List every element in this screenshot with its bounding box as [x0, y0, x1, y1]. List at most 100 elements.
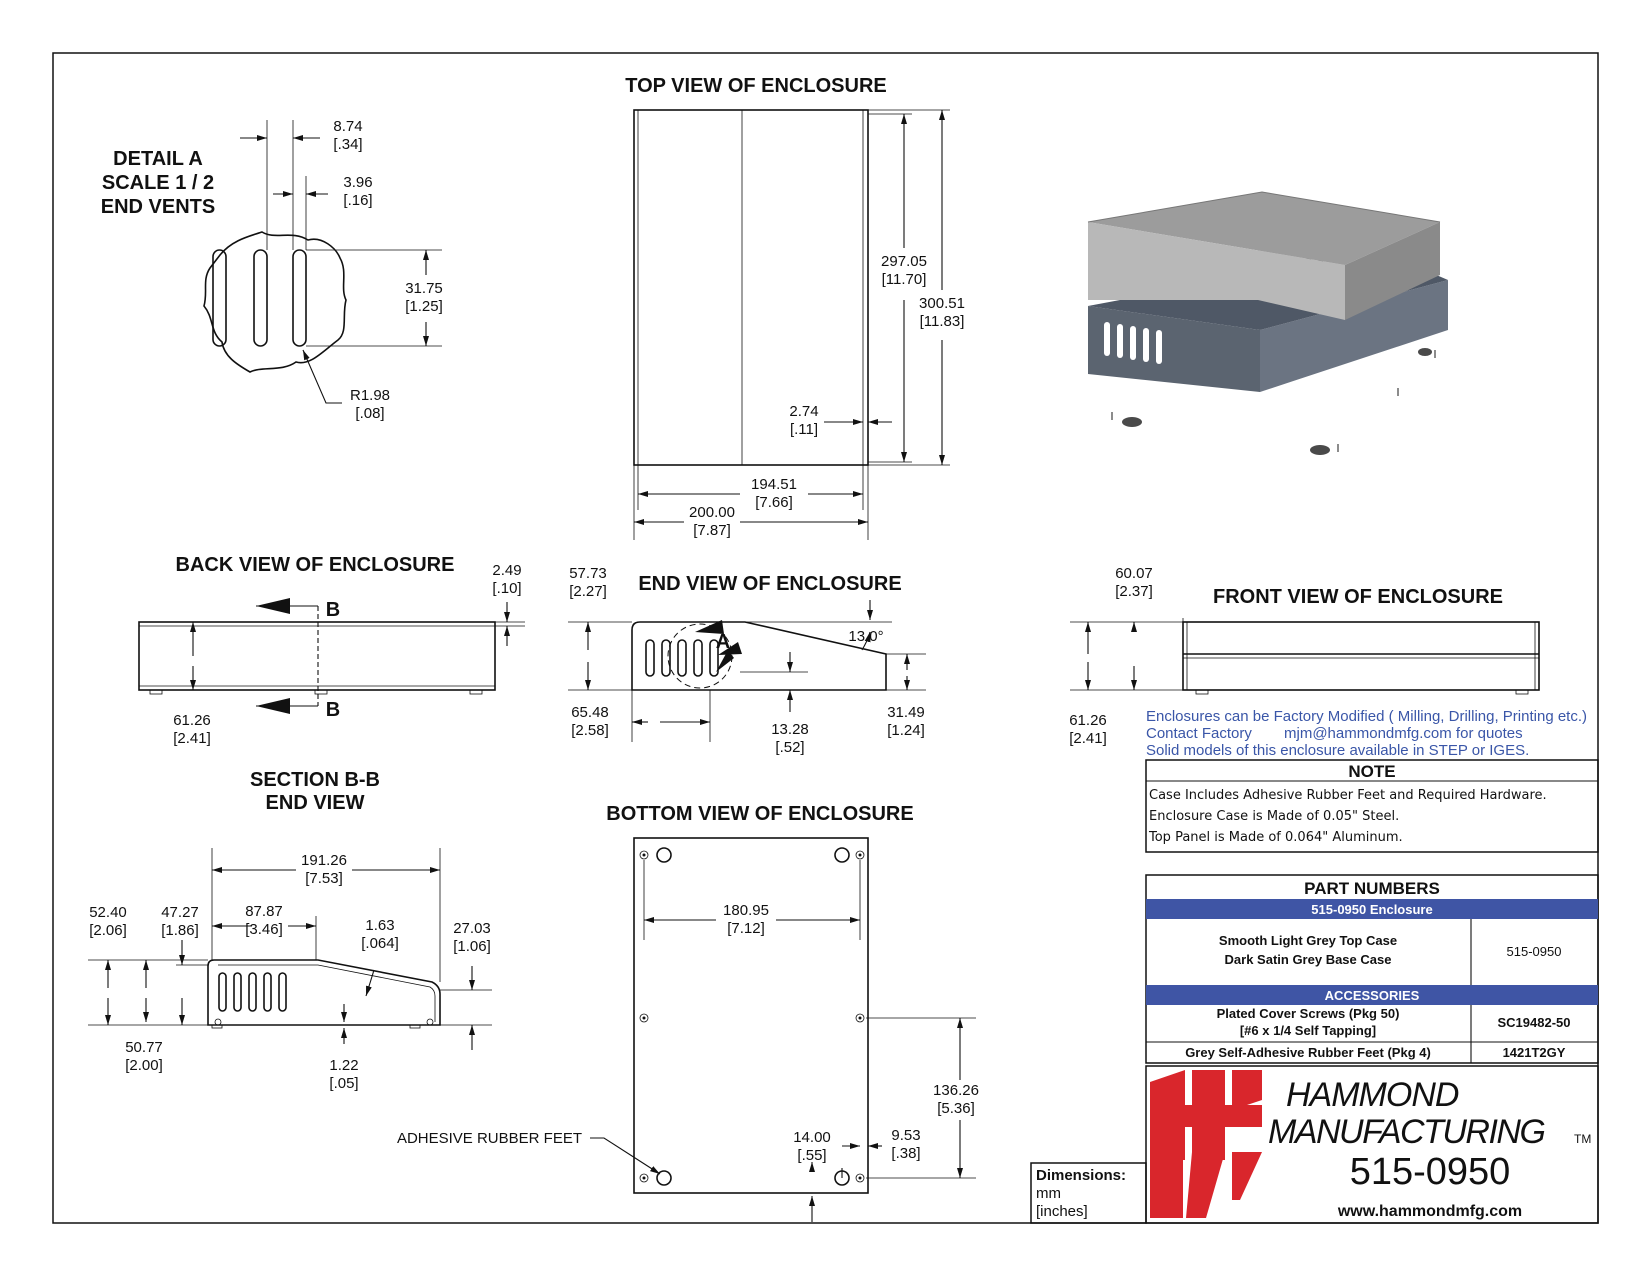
title-part-number: 515-0950: [1350, 1151, 1511, 1193]
dim-65-48-mm: 65.48: [571, 704, 609, 721]
brand-tm: TM: [1574, 1132, 1591, 1146]
screws-part-number: SC19482-50: [1498, 1015, 1571, 1030]
dim-57-73-in: [2.27]: [569, 583, 607, 600]
dim-2-49-in: [.10]: [492, 580, 521, 597]
dim-31-49-mm: 31.49: [887, 704, 925, 721]
dim-180-95-in: [7.12]: [727, 920, 765, 937]
screws-desc-line2: [#6 x 1/4 Self Tapping]: [1240, 1023, 1376, 1038]
rubber-foot: [1310, 445, 1330, 455]
case-desc-line1: Smooth Light Grey Top Case: [1219, 933, 1397, 948]
dim-13-28-mm: 13.28: [771, 721, 809, 738]
dim-300-51-mm: 300.51: [919, 295, 965, 312]
detail-title-line1: DETAIL A: [113, 148, 203, 170]
dim-52-40-in: [2.06]: [89, 922, 127, 939]
front-view-title: FRONT VIEW OF ENCLOSURE: [1213, 586, 1503, 608]
dim-31-75-in: [1.25]: [405, 298, 443, 315]
accessories-header: ACCESSORIES: [1325, 988, 1420, 1003]
dim-60-07-in: [2.37]: [1115, 583, 1153, 600]
end-view: END VIEW OF ENCLOSURE A 57.73 [2.27] 65.…: [568, 565, 926, 756]
dim-14-00-in: [.55]: [797, 1147, 826, 1164]
rubber-foot: [1418, 348, 1432, 356]
dim-52-40-mm: 52.40: [89, 904, 127, 921]
foot-location: [656, 1170, 672, 1186]
top-view-title: TOP VIEW OF ENCLOSURE: [625, 75, 887, 97]
end-view-outline: [631, 621, 887, 691]
dim-3-96-in: [.16]: [343, 192, 372, 209]
end-view-title: END VIEW OF ENCLOSURE: [638, 573, 901, 595]
note-line: Top Panel is Made of 0.064" Aluminum.: [1148, 830, 1403, 845]
dim-2-49-mm: 2.49: [492, 562, 521, 579]
dim-47-27-mm: 47.27: [161, 904, 199, 921]
units-inches: [inches]: [1036, 1203, 1088, 1220]
dim-87-87-mm: 87.87: [245, 903, 283, 920]
dim-61-26-back-in: [2.41]: [173, 730, 211, 747]
dim-61-26-front-mm: 61.26: [1069, 712, 1107, 729]
dim-60-07-mm: 60.07: [1115, 565, 1153, 582]
accessories-header-bar: [1146, 985, 1598, 1005]
brand-name-line1: HAMMOND: [1286, 1076, 1459, 1114]
top-view-outline: [633, 109, 869, 466]
website[interactable]: www.hammondmfg.com: [1337, 1203, 1522, 1220]
dim-194-51-mm: 194.51: [751, 476, 797, 493]
back-view: BACK VIEW OF ENCLOSURE B B 61.26 [2.41] …: [138, 554, 525, 747]
dim-1-63-in: [.064]: [361, 935, 399, 952]
top-case-slope: [1088, 192, 1440, 265]
vent-slot: [292, 249, 307, 347]
units-mm: mm: [1036, 1185, 1061, 1202]
dim-8-74-mm: 8.74: [333, 118, 362, 135]
section-title-line1: SECTION B-B: [250, 769, 380, 791]
enclosure-header: 515-0950 Enclosure: [1311, 902, 1432, 917]
dim-87-87-in: [3.46]: [245, 921, 283, 938]
section-mark-b-bottom: B: [326, 699, 340, 721]
back-view-title: BACK VIEW OF ENCLOSURE: [176, 554, 455, 576]
dim-r1-98-mm: R1.98: [350, 387, 390, 404]
dim-31-49-in: [1.24]: [887, 722, 925, 739]
title-block: Dimensions: mm [inches] HAMMOND MANUFACT…: [1030, 1065, 1599, 1224]
section-outline: [207, 959, 441, 1026]
feet-callout: ADHESIVE RUBBER FEET: [397, 1130, 582, 1147]
front-view-outline: [1182, 621, 1540, 691]
top-case-panel: [1088, 222, 1345, 320]
dim-300-51-in: [11.83]: [920, 313, 965, 330]
dim-61-26-back-mm: 61.26: [173, 712, 211, 729]
factory-info: Enclosures can be Factory Modified ( Mil…: [1146, 708, 1587, 759]
vent-slot: [253, 249, 268, 347]
info-line3: Solid models of this enclosure available…: [1146, 742, 1529, 759]
detail-title-line3: END VENTS: [101, 196, 215, 218]
hammond-logo: [1150, 1070, 1262, 1218]
dim-r1-98-in: [.08]: [355, 405, 384, 422]
dim-9-53-in: [.38]: [891, 1145, 920, 1162]
dim-14-00-mm: 14.00: [793, 1129, 831, 1146]
detail-a-view: DETAIL A SCALE 1 / 2 END VENTS 8.74 [.34…: [101, 118, 443, 422]
dim-50-77-in: [2.00]: [125, 1057, 163, 1074]
info-contact-email[interactable]: mjm@hammondmfg.com for quotes: [1284, 725, 1523, 742]
dim-2-74-in: [.11]: [790, 421, 818, 438]
note-line: Enclosure Case is Made of 0.05" Steel.: [1149, 809, 1399, 824]
dim-191-26-mm: 191.26: [301, 852, 347, 869]
dim-200-00-in: [7.87]: [693, 522, 731, 539]
section-mark-b-top: B: [326, 599, 340, 621]
front-view: FRONT VIEW OF ENCLOSURE 60.07 [2.37] 61.…: [1069, 565, 1540, 747]
foot-location: [656, 847, 672, 863]
dim-13-28-in: [.52]: [775, 739, 804, 756]
dim-50-77-mm: 50.77: [125, 1039, 163, 1056]
feet-part-number: 1421T2GY: [1503, 1045, 1566, 1060]
dim-2-74-mm: 2.74: [789, 403, 818, 420]
dim-297-05-in: [11.70]: [882, 271, 927, 288]
info-contact-label: Contact Factory: [1146, 725, 1252, 742]
dim-180-95-mm: 180.95: [723, 902, 769, 919]
detail-mark-a: A: [716, 631, 730, 653]
back-view-outline: [138, 621, 496, 691]
case-part-number: 515-0950: [1507, 944, 1562, 959]
enclosure-3d-render: [1087, 191, 1448, 455]
bottom-view-title: BOTTOM VIEW OF ENCLOSURE: [606, 803, 913, 825]
dim-57-73-mm: 57.73: [569, 565, 607, 582]
feet-desc: Grey Self-Adhesive Rubber Feet (Pkg 4): [1185, 1045, 1431, 1060]
dim-47-27-in: [1.86]: [161, 922, 199, 939]
dim-1-22-mm: 1.22: [329, 1057, 358, 1074]
case-desc-line2: Dark Satin Grey Base Case: [1225, 952, 1392, 967]
part-numbers-table: PART NUMBERS 515-0950 Enclosure Smooth L…: [1145, 874, 1599, 1064]
dim-1-63-mm: 1.63: [365, 917, 394, 934]
dim-1-22-in: [.05]: [329, 1075, 358, 1092]
